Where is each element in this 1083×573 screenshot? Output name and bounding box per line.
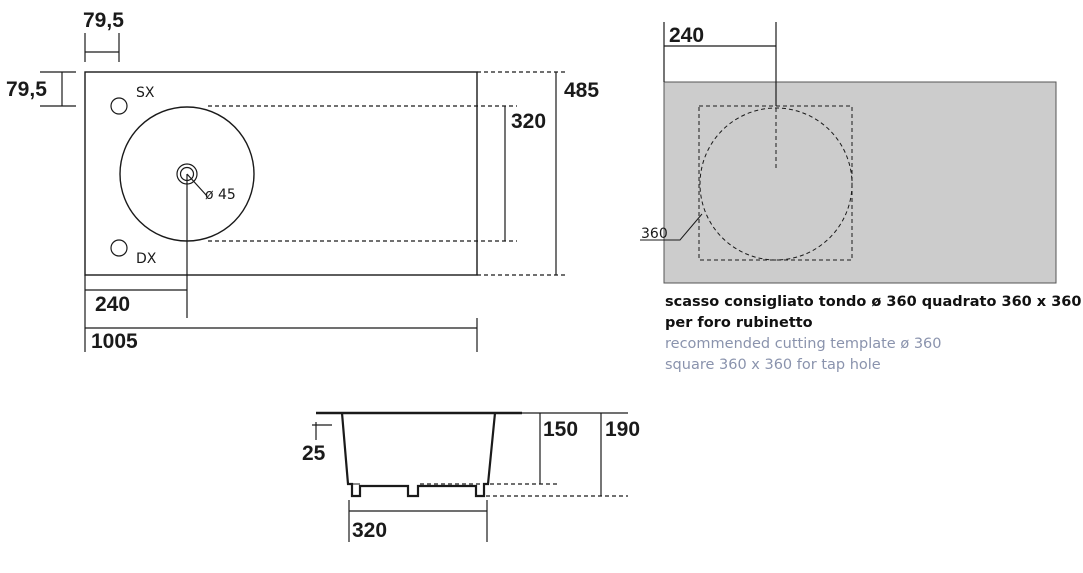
basin-outline [84, 71, 478, 276]
top-view [40, 33, 565, 352]
template-dim-distance: 240 [669, 24, 704, 47]
label-left: SX [136, 85, 155, 101]
template-dim-circle: 360 [641, 226, 668, 242]
section-dim-total-height: 190 [605, 418, 640, 441]
dim-depth: 485 [564, 79, 599, 102]
tap-hole-right [110, 239, 128, 257]
section-view [312, 411, 628, 542]
template-note: scasso consigliato tondo ø 360 quadrato … [665, 292, 1081, 376]
tap-hole-diameter: ø 45 [205, 187, 236, 203]
dim-top-offset: 79,5 [6, 78, 47, 101]
section-body [340, 412, 497, 498]
note-en-line2: square 360 x 360 for tap hole [665, 357, 881, 373]
dim-left-offset: 79,5 [83, 9, 124, 32]
section-dim-bowl-depth: 150 [543, 418, 578, 441]
dim-bowl: 320 [511, 110, 546, 133]
dim-tap-distance: 240 [95, 293, 130, 316]
cutting-template [640, 22, 1057, 284]
dim-length: 1005 [91, 330, 138, 353]
section-dim-rim: 25 [302, 442, 326, 465]
note-en-line1: recommended cutting template ø 360 [665, 336, 942, 352]
tap-hole-left [110, 97, 128, 115]
note-it-line2: per foro rubinetto [665, 315, 813, 331]
note-it-line1: scasso consigliato tondo ø 360 quadrato … [665, 294, 1082, 310]
countertop [663, 81, 1057, 284]
label-right: DX [136, 251, 157, 267]
section-dim-bottom-width: 320 [352, 519, 387, 542]
